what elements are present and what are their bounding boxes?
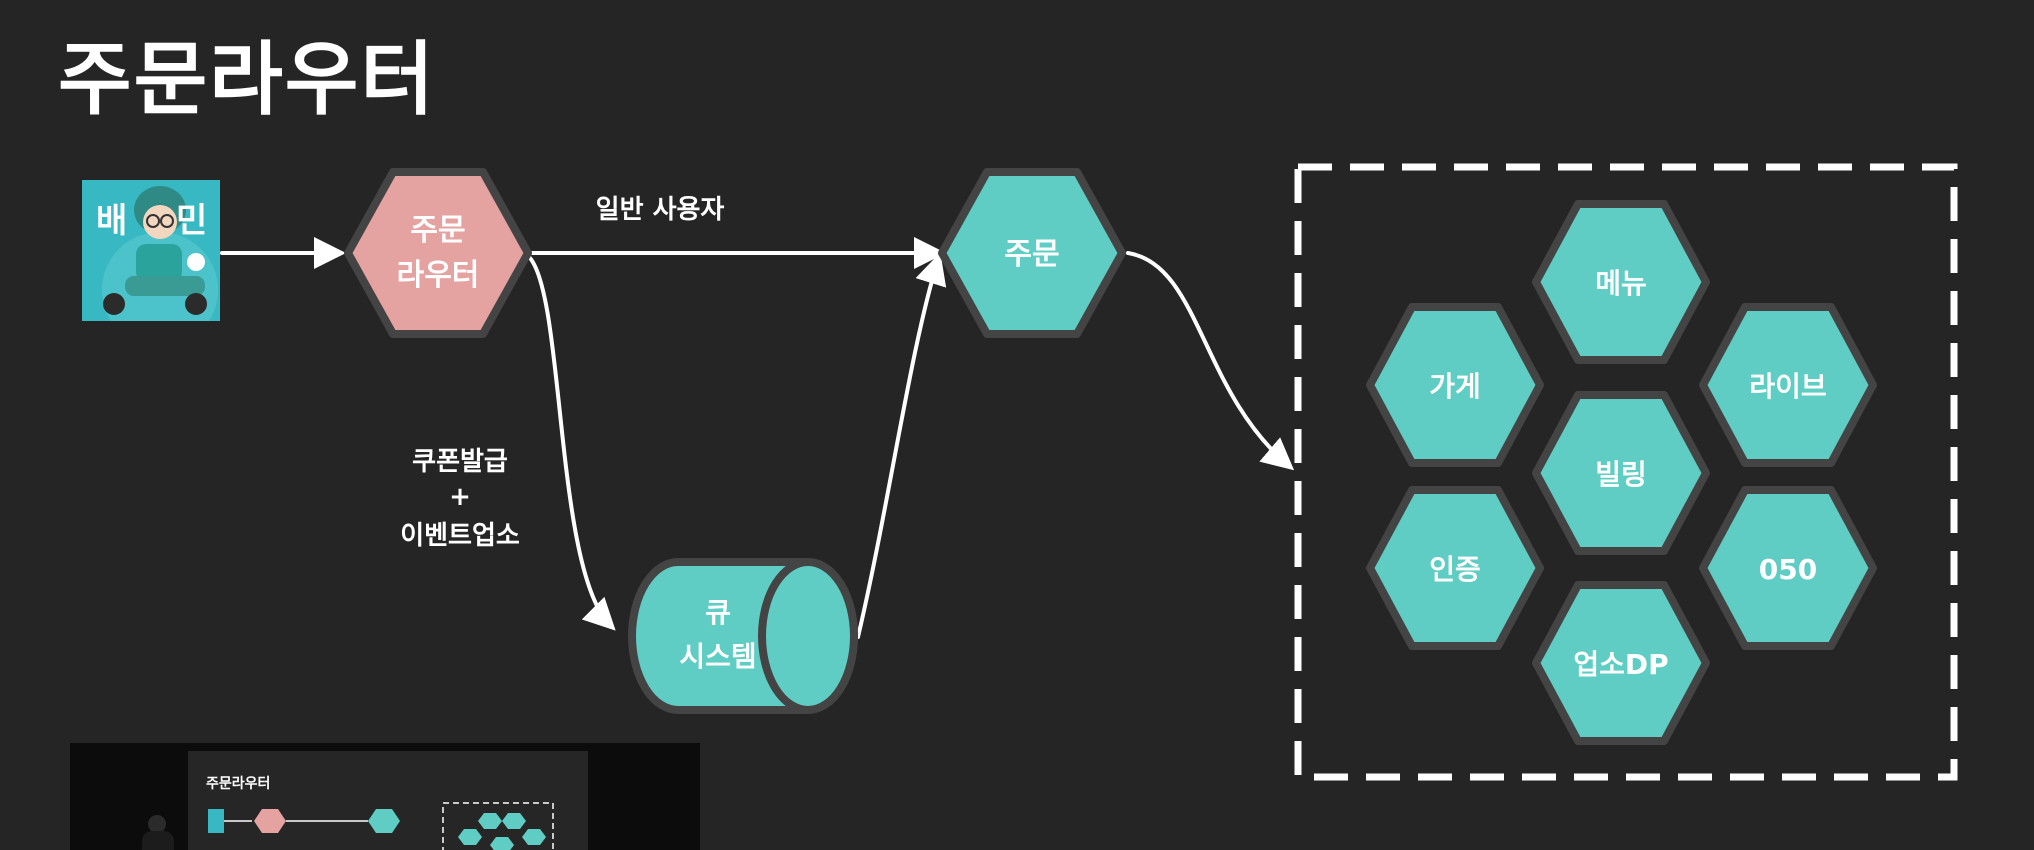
service-store-dp: 업소DP	[1532, 581, 1710, 745]
service-050-label: 050	[1759, 553, 1817, 586]
order-node: 주문	[938, 168, 1126, 338]
service-store-dp-label: 업소DP	[1573, 648, 1668, 681]
edge-label-general-user: 일반 사용자	[596, 195, 725, 225]
service-menu-label: 메뉴	[1595, 267, 1647, 300]
thumbnail-mini-diagram	[208, 802, 554, 850]
queue-label-line1: 큐	[705, 596, 731, 629]
edge-label-coupon-line2: +	[449, 482, 471, 512]
order-router-label-line1: 주문	[410, 213, 465, 248]
service-store-label: 가게	[1429, 370, 1481, 403]
order-label: 주문	[1004, 237, 1059, 272]
thumbnail-slide: 주문라우터	[188, 751, 588, 850]
arrow-queue-to-order	[856, 252, 947, 639]
baemin-app-icon: 배 민	[82, 180, 220, 321]
app-icon-right-text: 민	[176, 201, 207, 241]
service-billing-label: 빌링	[1595, 458, 1647, 491]
edge-label-coupon-line1: 쿠폰발급	[412, 447, 508, 477]
queue-system-node: 큐 시스템	[628, 558, 858, 714]
service-live: 라이브	[1699, 303, 1877, 467]
queue-label-line2: 시스템	[679, 640, 756, 673]
app-icon-left-text: 배	[96, 201, 127, 241]
page-title: 주문라우터	[58, 33, 436, 126]
speaker-head	[148, 815, 166, 833]
edge-label-coupon-line3: 이벤트업소	[400, 521, 520, 551]
arrow-order-to-services	[1126, 251, 1295, 471]
service-store: 가게	[1366, 303, 1544, 467]
speaker-body	[142, 831, 174, 850]
service-auth: 인증	[1366, 486, 1544, 650]
service-menu: 메뉴	[1532, 200, 1710, 364]
service-live-label: 라이브	[1749, 370, 1826, 403]
service-auth-label: 인증	[1429, 553, 1481, 586]
service-billing: 빌링	[1532, 391, 1710, 555]
arrow-router-to-queue	[528, 256, 616, 631]
service-050: 050	[1699, 486, 1877, 650]
video-thumbnail: 주문라우터	[70, 743, 700, 850]
order-router-node: 주문 라우터	[344, 168, 532, 338]
order-router-label-line2: 라우터	[397, 258, 480, 293]
services-boundary	[1294, 163, 1958, 781]
thumbnail-title: 주문라우터	[206, 776, 271, 792]
